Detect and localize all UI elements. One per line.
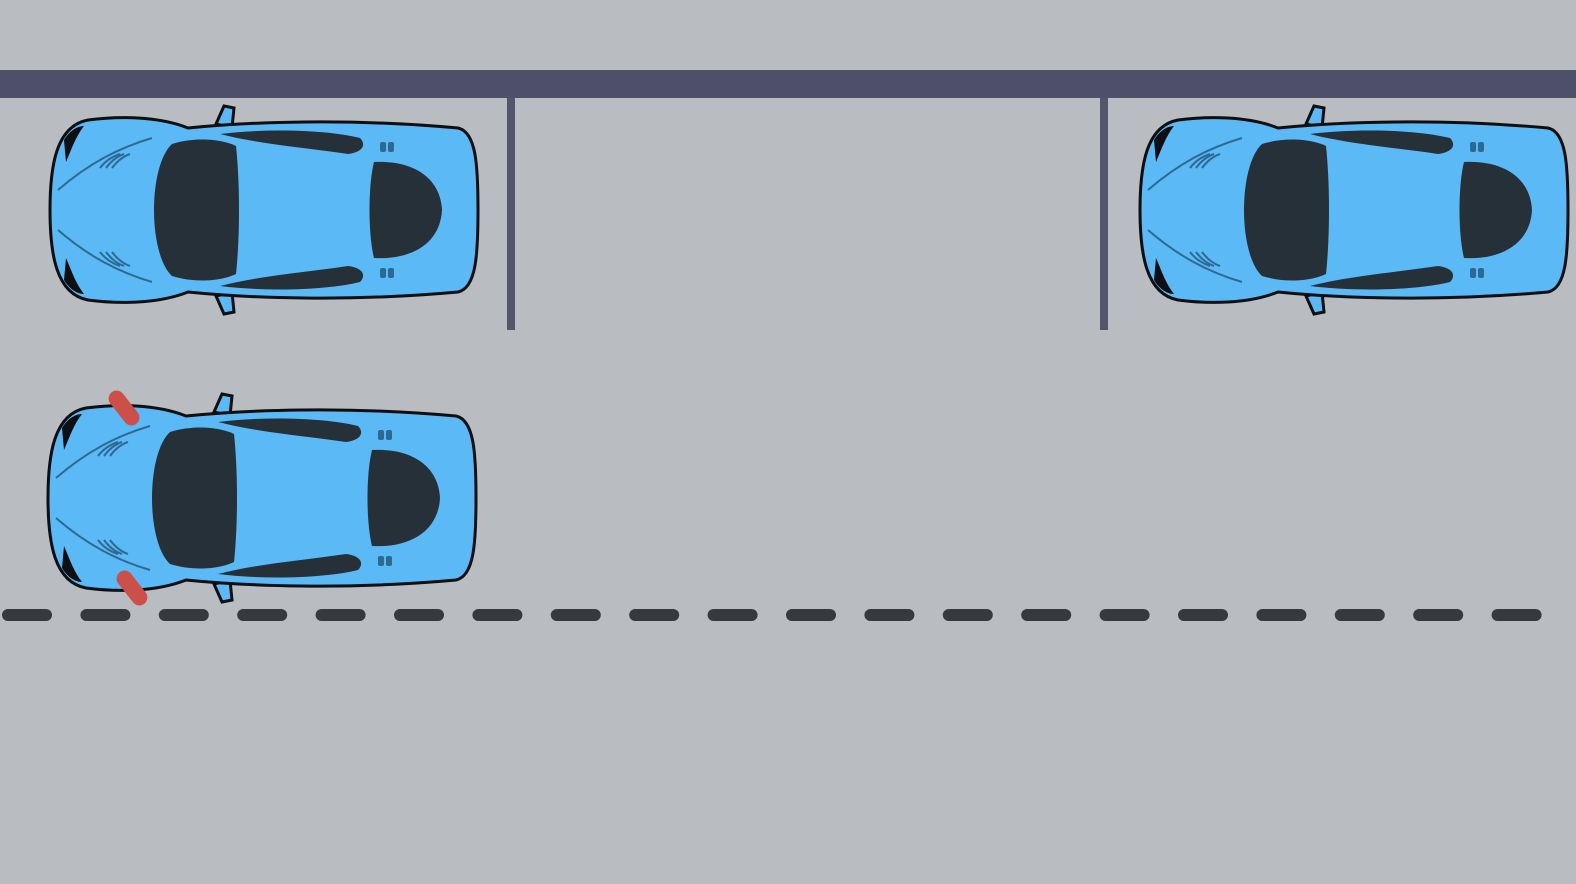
lane-dash <box>1413 609 1464 621</box>
maneuvering-car-icon <box>46 390 478 606</box>
lane-dash <box>394 609 444 621</box>
parked-car-rear-icon <box>48 104 480 316</box>
parking-divider-left <box>507 98 515 330</box>
lane-dash <box>786 609 836 621</box>
lane-dash <box>80 609 131 621</box>
lane-dash <box>315 609 366 621</box>
lane-dash <box>864 609 915 621</box>
curb-line <box>0 70 1576 98</box>
lane-dash <box>1099 609 1150 621</box>
lane-dash <box>1021 609 1072 621</box>
lane-dash <box>1178 609 1228 621</box>
lane-dash <box>707 609 758 621</box>
turn-signal-icon <box>116 570 148 606</box>
lane-dash <box>472 609 523 621</box>
turn-signal-icon <box>108 390 140 426</box>
lane-dash <box>1256 609 1307 621</box>
lane-dash <box>629 609 680 621</box>
lane-marking <box>2 609 1542 621</box>
lane-dash <box>1491 609 1542 621</box>
lane-dash <box>2 609 52 621</box>
lane-dash <box>158 609 209 621</box>
lane-dash <box>550 609 601 621</box>
parked-car-front-icon <box>1138 104 1570 316</box>
lane-dash <box>942 609 993 621</box>
lane-dash <box>1334 609 1385 621</box>
parking-divider-right <box>1100 98 1108 330</box>
lane-dash <box>237 609 288 621</box>
